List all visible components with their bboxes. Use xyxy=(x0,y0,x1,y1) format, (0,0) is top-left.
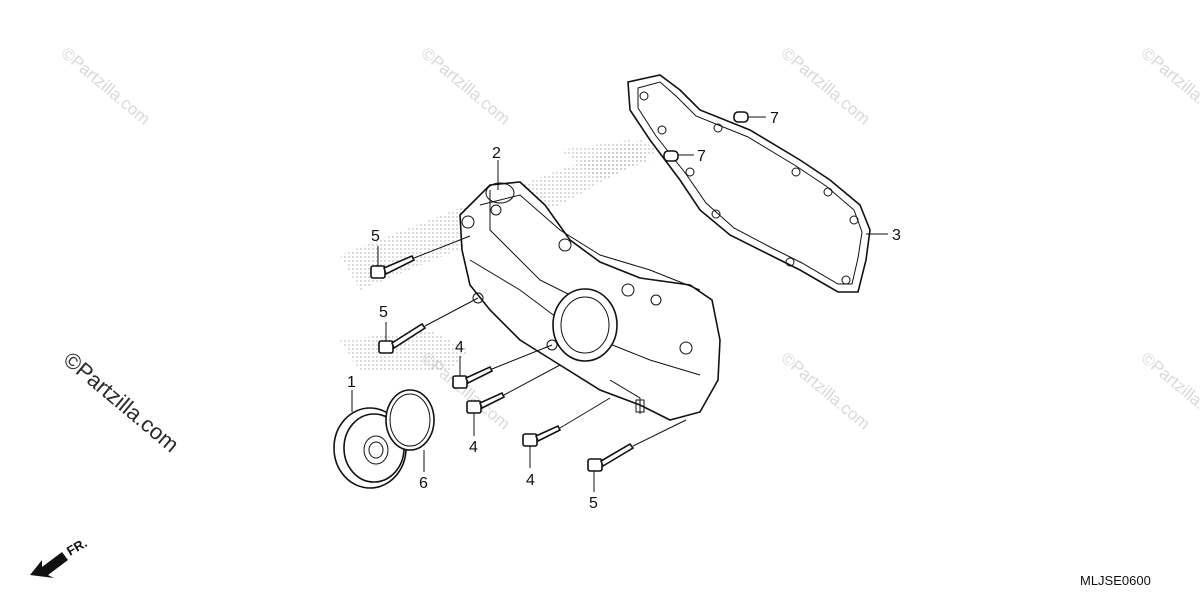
watermark: ©Partzilla.com xyxy=(1137,349,1200,434)
bolt xyxy=(587,442,635,472)
bolt xyxy=(522,424,562,447)
callout-4: 4 xyxy=(469,439,478,456)
callout-7: 7 xyxy=(770,110,779,127)
bolt xyxy=(378,322,427,354)
callout-6: 6 xyxy=(419,475,428,492)
side-cover xyxy=(459,181,721,421)
callout-4: 4 xyxy=(455,339,464,356)
callout-7: 7 xyxy=(697,148,706,165)
watermark-main: ©Partzilla.com xyxy=(59,347,184,458)
callout-5: 5 xyxy=(371,228,380,245)
dowel-pin xyxy=(733,111,749,123)
gasket xyxy=(627,74,871,293)
callouts: 1 2 3 4 4 4 5 5 5 6 7 7 xyxy=(347,110,901,512)
diagram-code: MLJSE0600 xyxy=(1080,573,1151,588)
direction-label: FR. xyxy=(64,535,90,558)
callout-5: 5 xyxy=(379,304,388,321)
callout-5: 5 xyxy=(589,495,598,512)
watermark: ©Partzilla.com xyxy=(777,349,873,434)
dowel-pin xyxy=(663,150,679,162)
watermark: ©Partzilla.com xyxy=(417,44,513,129)
callout-4: 4 xyxy=(526,472,535,489)
o-ring xyxy=(385,389,435,451)
callout-3: 3 xyxy=(892,227,901,244)
callout-2: 2 xyxy=(492,145,501,162)
watermark: ©Partzilla.com xyxy=(1137,44,1200,129)
callout-1: 1 xyxy=(347,374,356,391)
watermark: ©Partzilla.com xyxy=(57,44,153,129)
arrow-front-icon: FR. xyxy=(30,535,90,578)
leader-lines xyxy=(351,116,888,492)
watermark: ©Partzilla.com xyxy=(777,44,873,129)
